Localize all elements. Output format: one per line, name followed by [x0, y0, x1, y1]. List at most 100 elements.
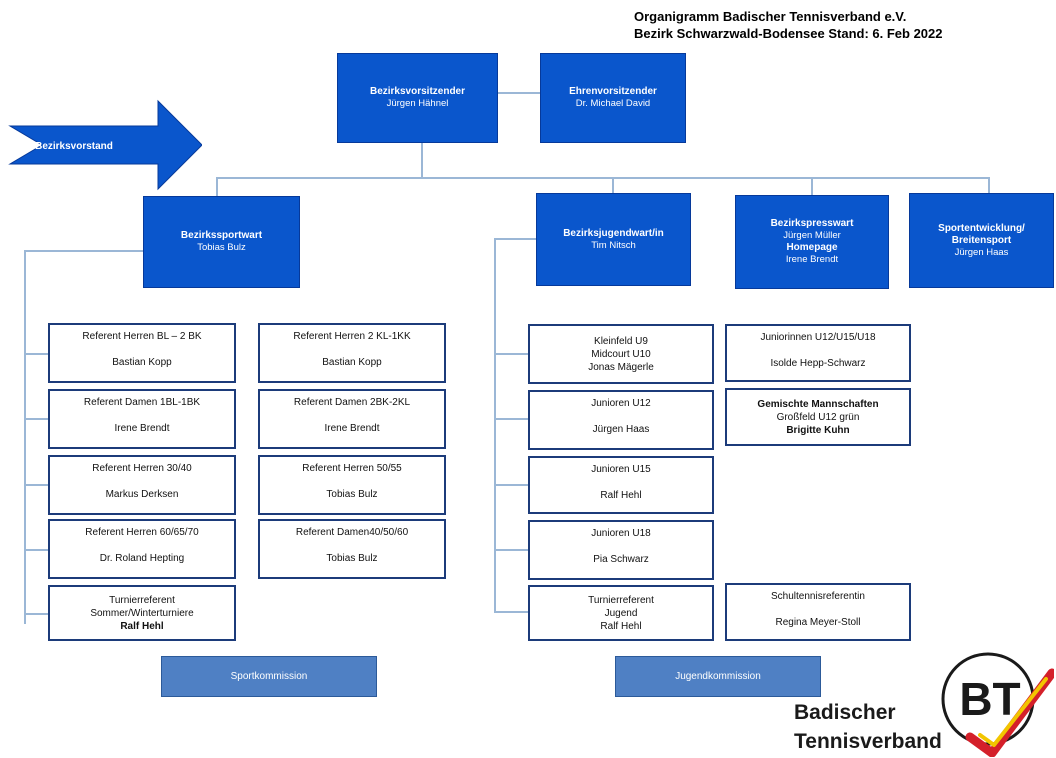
tournament-name: Ralf Hehl [120, 620, 164, 632]
sport-ref-box: Referent Damen 2BK-2KL Irene Brendt [258, 389, 446, 449]
youth-ref-juniorinnen-box: Juniorinnen U12/U15/U18 Isolde Hepp-Schw… [725, 324, 911, 382]
sport-warden-name: Tobias Bulz [197, 242, 246, 253]
mixed-line-2: Großfeld U12 grün [776, 411, 860, 423]
ref-title: Referent Herren 30/40 [92, 463, 192, 474]
chair-box: Bezirksvorsitzender Jürgen Hähnel [337, 53, 498, 143]
ref-name: Irene Brendt [114, 423, 170, 434]
logo-line-2: Tennisverband [794, 730, 942, 753]
connector-chair-down [421, 142, 423, 178]
kleinfeld-name: Jonas Mägerle [588, 361, 654, 373]
ref-title: Referent Herren BL – 2 BK [82, 331, 202, 342]
bezirksvorstand-arrow: Bezirksvorstand [8, 99, 202, 191]
honorary-chair-box: Ehrenvorsitzender Dr. Michael David [540, 53, 686, 143]
ref-title: Referent Damen 2BK-2KL [293, 397, 411, 408]
connector-youth-branch [494, 238, 536, 240]
ref-title: Schultennisreferentin [771, 591, 865, 602]
ref-title: Referent Herren 50/55 [302, 463, 402, 474]
youth-warden-box: Bezirksjugendwart/in Tim Nitsch [536, 193, 691, 286]
homepage-name: Irene Brendt [785, 254, 839, 265]
connector-sport-row2 [24, 418, 48, 420]
honorary-name: Dr. Michael David [575, 98, 651, 109]
connector-sport-vertical [24, 250, 26, 624]
connector-youth-vertical [494, 238, 496, 612]
ref-name: Ralf Hehl [600, 490, 642, 501]
connector-sport-row1 [24, 353, 48, 355]
kleinfeld-line-2: Midcourt U10 [591, 348, 651, 360]
press-warden-box: Bezirkspresswart Jürgen Müller Homepage … [735, 195, 889, 289]
tournament-line-1: Turnierreferent [109, 594, 175, 606]
connector-youth-row4 [494, 549, 528, 551]
press-warden-title: Bezirkspresswart [770, 218, 854, 229]
logo-mark-text: BT [959, 673, 1020, 725]
sport-warden-title: Bezirkssportwart [180, 230, 263, 241]
ref-name: Markus Derksen [105, 489, 179, 500]
ref-title: Referent Herren 2 KL-1KK [293, 331, 411, 342]
ref-title: Referent Damen40/50/60 [295, 527, 409, 538]
tournament-line-2: Sommer/Winterturniere [90, 607, 194, 619]
youth-ref-kleinfeld-box: Kleinfeld U9 Midcourt U10 Jonas Mägerle [528, 324, 714, 384]
connector-youth-row5 [494, 611, 528, 613]
ref-name: Tobias Bulz [326, 553, 378, 564]
btv-logo-mark: BT [941, 652, 1054, 757]
arrow-label: Bezirksvorstand [35, 141, 113, 152]
honorary-title: Ehrenvorsitzender [569, 86, 657, 97]
ref-name: Tobias Bulz [326, 489, 378, 500]
connector-youth-row3 [494, 484, 528, 486]
press-warden-name: Jürgen Müller [783, 230, 841, 241]
logo-line-1: Badischer [794, 701, 896, 724]
ref-name: Bastian Kopp [322, 357, 382, 368]
kleinfeld-line-1: Kleinfeld U9 [594, 335, 648, 347]
header-line-2: Bezirk Schwarzwald-Bodensee Stand: 6. Fe… [634, 26, 943, 41]
sport-tournament-box: Turnierreferent Sommer/Winterturniere Ra… [48, 585, 236, 641]
ref-name: Bastian Kopp [112, 357, 172, 368]
connector-youth-row2 [494, 418, 528, 420]
sport-ref-box: Referent Herren 60/65/70 Dr. Roland Hept… [48, 519, 236, 579]
ref-name: Jürgen Haas [592, 424, 650, 435]
chair-title: Bezirksvorsitzender [369, 86, 466, 97]
youth-commission-label: Jugendkommission [675, 671, 761, 682]
development-name: Jürgen Haas [954, 246, 1009, 258]
sport-ref-box: Referent Damen40/50/60 Tobias Bulz [258, 519, 446, 579]
youth-ref-u12-box: Junioren U12 Jürgen Haas [528, 390, 714, 450]
sport-ref-box: Referent Herren BL – 2 BK Bastian Kopp [48, 323, 236, 383]
mixed-name: Brigitte Kuhn [786, 424, 850, 436]
connector-to-youth [612, 177, 614, 194]
document-header: Organigramm Badischer Tennisverband e.V.… [634, 8, 1050, 42]
development-title: Sportentwicklung/ Breitensport [938, 222, 1025, 246]
youth-ref-u15-box: Junioren U15 Ralf Hehl [528, 456, 714, 514]
header-line-1: Organigramm Badischer Tennisverband e.V. [634, 9, 907, 24]
tournament-line-1: Turnierreferent [588, 594, 654, 606]
connector-level2-bus [216, 177, 990, 179]
sport-ref-box: Referent Herren 2 KL-1KK Bastian Kopp [258, 323, 446, 383]
youth-tournament-box: Turnierreferent Jugend Ralf Hehl [528, 585, 714, 641]
youth-ref-mixed-box: Gemischte Mannschaften Großfeld U12 grün… [725, 388, 911, 446]
sport-commission-label: Sportkommission [230, 671, 308, 682]
ref-name: Isolde Hepp-Schwarz [770, 358, 866, 369]
connector-top-horizontal [498, 92, 544, 94]
connector-to-development [988, 177, 990, 194]
connector-to-sport [216, 177, 218, 197]
homepage-title: Homepage [786, 242, 838, 253]
youth-warden-title: Bezirksjugendwart/in [563, 227, 664, 239]
ref-name: Regina Meyer-Stoll [775, 617, 861, 628]
connector-to-press [811, 177, 813, 196]
sport-warden-box: Bezirkssportwart Tobias Bulz [143, 196, 300, 288]
connector-sport-row5 [24, 613, 48, 615]
ref-title: Junioren U12 [591, 398, 651, 409]
ref-title: Junioren U15 [591, 464, 651, 475]
tournament-line-2: Jugend [604, 607, 638, 619]
youth-warden-name: Tim Nitsch [591, 239, 636, 251]
sport-ref-box: Referent Herren 30/40 Markus Derksen [48, 455, 236, 515]
sport-ref-box: Referent Damen 1BL-1BK Irene Brendt [48, 389, 236, 449]
development-box: Sportentwicklung/ Breitensport Jürgen Ha… [909, 193, 1054, 288]
ref-name: Pia Schwarz [593, 554, 649, 565]
ref-title: Referent Herren 60/65/70 [85, 527, 199, 538]
connector-youth-row1 [494, 353, 528, 355]
ref-title: Juniorinnen U12/U15/U18 [760, 332, 876, 343]
connector-sport-row4 [24, 549, 48, 551]
ref-name: Dr. Roland Hepting [99, 553, 185, 564]
sport-ref-box: Referent Herren 50/55 Tobias Bulz [258, 455, 446, 515]
connector-sport-row3 [24, 484, 48, 486]
tournament-name: Ralf Hehl [600, 620, 642, 632]
ref-title: Referent Damen 1BL-1BK [83, 397, 201, 408]
